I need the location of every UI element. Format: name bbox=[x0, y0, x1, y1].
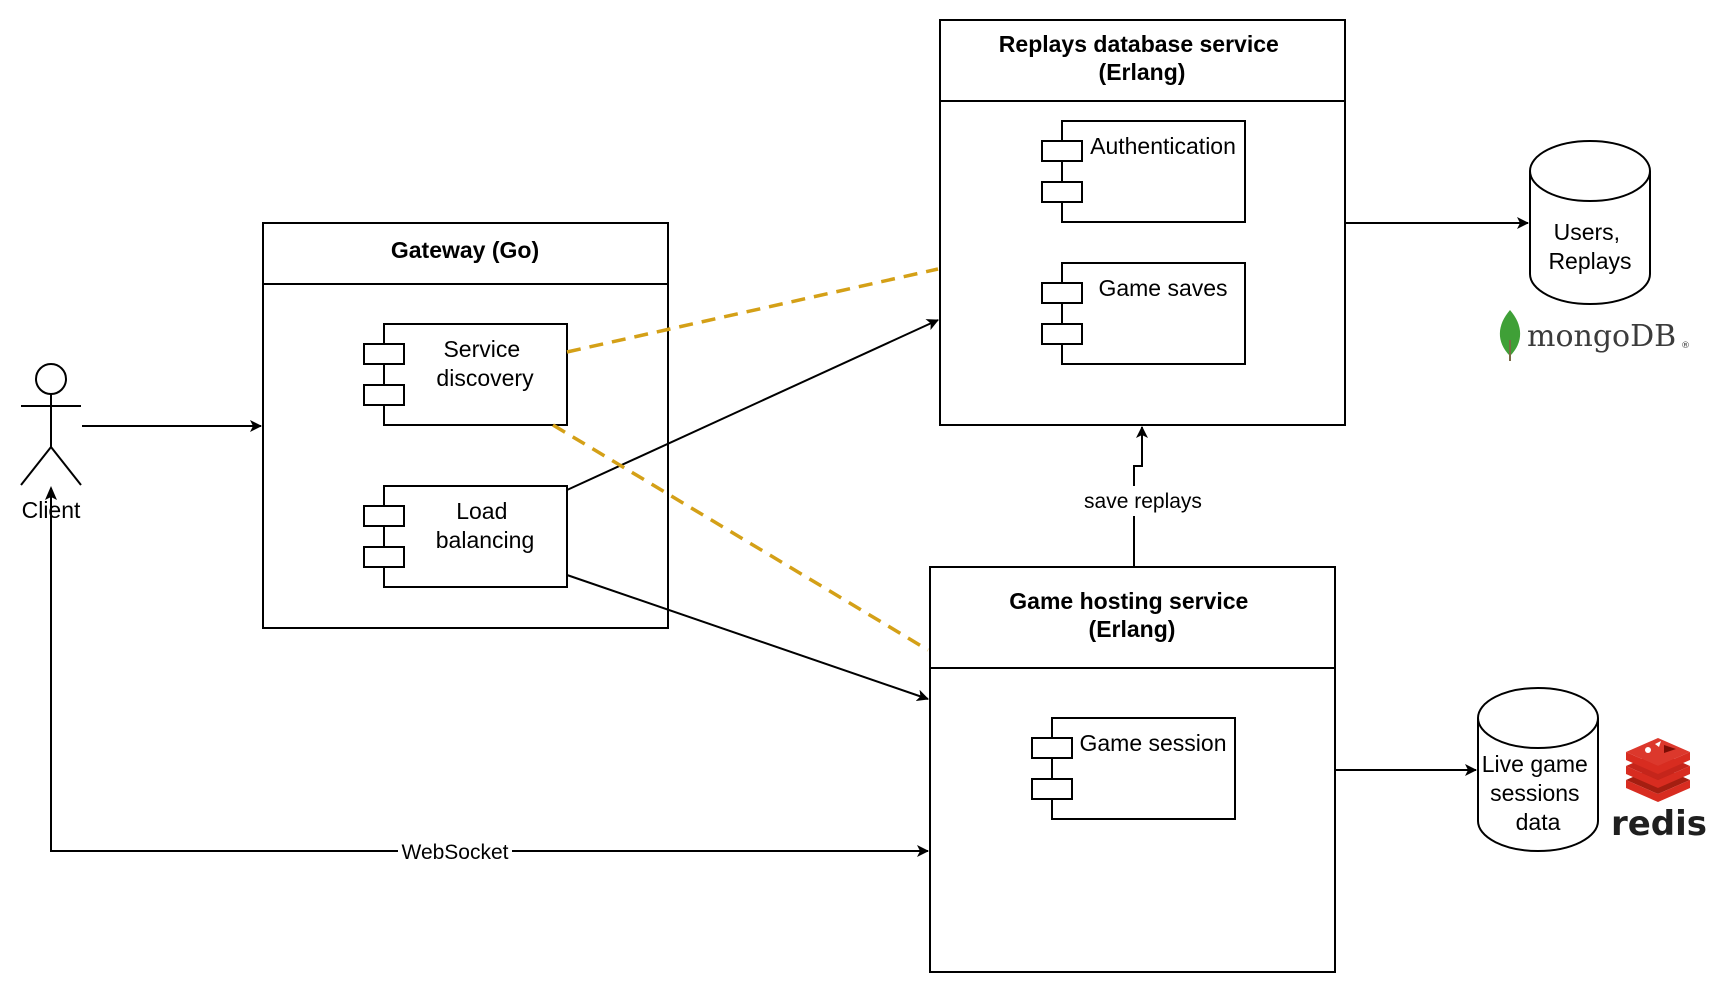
component-body bbox=[383, 485, 568, 588]
component-label: Game session bbox=[1079, 730, 1226, 756]
component-game-session: Game session bbox=[1031, 717, 1236, 820]
component-label: Service discovery bbox=[436, 336, 534, 391]
save-replays-label-bg bbox=[1076, 486, 1206, 516]
component-body bbox=[383, 323, 568, 426]
component-body bbox=[1061, 120, 1246, 223]
gateway-title: Gateway (Go) bbox=[391, 237, 539, 263]
cylinder-top bbox=[1529, 140, 1651, 202]
cylinder-top bbox=[1477, 687, 1599, 749]
database-label: Live game sessions data bbox=[1482, 751, 1595, 835]
cylinder-body bbox=[1529, 171, 1651, 305]
component-port-bottom bbox=[1041, 181, 1083, 203]
save-replays-label: save replays bbox=[1084, 490, 1202, 513]
database-label: Users, Replays bbox=[1548, 219, 1631, 274]
actor-leg-left bbox=[20, 446, 52, 486]
edge-sd-to-game-dashed bbox=[552, 423, 929, 652]
mongodb-leaf-icon bbox=[1499, 310, 1521, 356]
redis-wordmark: redis bbox=[1611, 804, 1707, 844]
edge-save-replays bbox=[1133, 426, 1148, 567]
websocket-label-bg bbox=[398, 838, 512, 864]
component-port-top bbox=[363, 505, 405, 527]
edge-lb-to-game bbox=[566, 574, 929, 702]
component-port-top bbox=[363, 343, 405, 365]
component-port-bottom bbox=[363, 384, 405, 406]
component-label: Game saves bbox=[1098, 275, 1227, 301]
edge-websocket bbox=[50, 488, 929, 857]
actor-head bbox=[35, 363, 67, 395]
registered-mark: ® bbox=[1681, 341, 1690, 351]
component-port-bottom bbox=[1041, 323, 1083, 345]
game-service-title: Game hosting service (Erlang) bbox=[1009, 588, 1254, 642]
edge-lb-to-replays bbox=[566, 319, 939, 491]
mongodb-wordmark: mongoDB bbox=[1527, 319, 1676, 354]
database-live-sessions: Live game sessions data bbox=[1477, 687, 1599, 852]
component-port-bottom bbox=[363, 546, 405, 568]
redis-stack-icon bbox=[1626, 738, 1690, 802]
component-port-bottom bbox=[1031, 778, 1073, 800]
component-label: Load balancing bbox=[436, 498, 534, 553]
component-body bbox=[1061, 262, 1246, 365]
component-game-saves: Game saves bbox=[1041, 262, 1246, 365]
redis-logo: redis bbox=[1611, 738, 1707, 844]
component-authentication: Authentication bbox=[1041, 120, 1246, 223]
component-port-top bbox=[1041, 282, 1083, 304]
component-service-discovery: Service discovery bbox=[363, 323, 568, 426]
game-service-container: Game hosting service (Erlang) Game sessi… bbox=[929, 566, 1336, 973]
component-body bbox=[1051, 717, 1236, 820]
mongodb-logo: mongoDB ® bbox=[1499, 310, 1690, 361]
database-users-replays: Users, Replays bbox=[1529, 140, 1651, 305]
edge-sd-to-replays-dashed bbox=[566, 267, 939, 354]
actor-leg-right bbox=[50, 446, 82, 486]
component-port-top bbox=[1031, 737, 1073, 759]
websocket-label: WebSocket bbox=[402, 841, 509, 864]
component-label: Authentication bbox=[1090, 133, 1236, 159]
cylinder-body bbox=[1477, 718, 1599, 852]
component-port-top bbox=[1041, 140, 1083, 162]
replays-service-title: Replays database service (Erlang) bbox=[999, 31, 1285, 85]
replays-service-container: Replays database service (Erlang) Authen… bbox=[939, 19, 1346, 426]
component-load-balancing: Load balancing bbox=[363, 485, 568, 588]
websocket-arrowhead-client bbox=[45, 486, 57, 500]
gateway-container: Gateway (Go) Service discovery Load bala… bbox=[262, 222, 669, 629]
